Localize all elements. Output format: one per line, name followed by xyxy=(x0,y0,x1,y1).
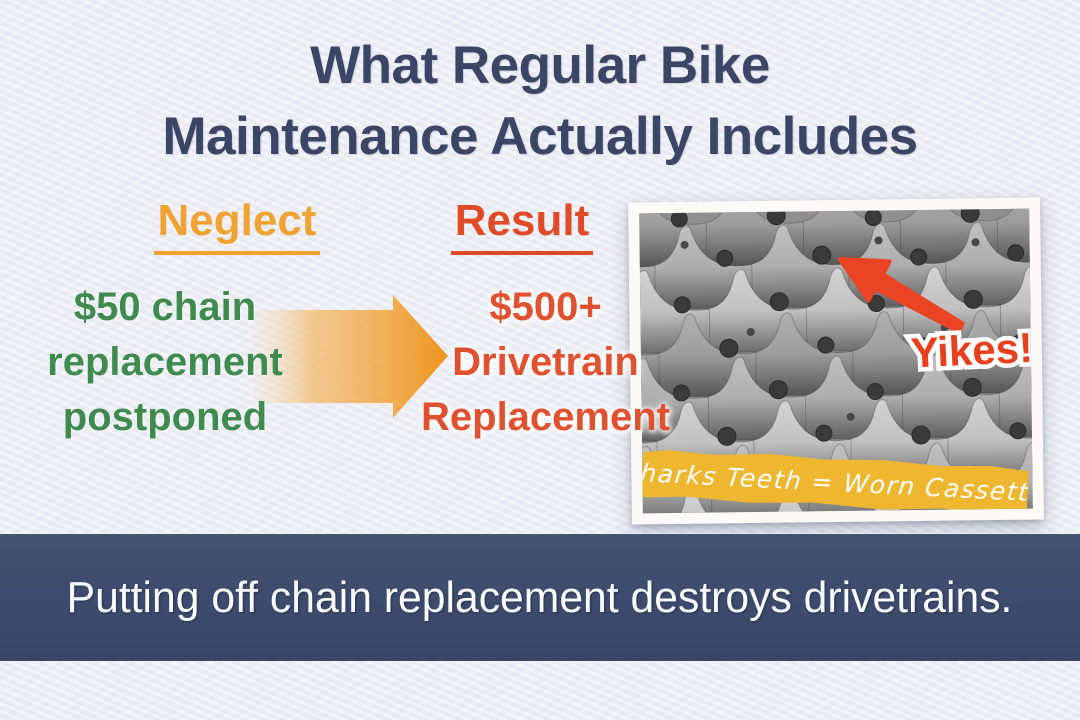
yikes-label: Yikes! xyxy=(910,324,1033,377)
slide-title: What Regular Bike Maintenance Actually I… xyxy=(0,30,1080,172)
cassette-photo: Yikes! Sharks Teeth = Worn Cassette xyxy=(639,208,1033,514)
result-text-block: $500+ Drivetrain Replacement xyxy=(388,280,703,445)
result-column-heading: Result xyxy=(402,197,642,255)
cassette-photo-frame: Yikes! Sharks Teeth = Worn Cassette xyxy=(628,197,1044,525)
red-annotation-arrow-icon xyxy=(837,256,965,334)
neglect-line: $50 chain xyxy=(73,285,257,329)
annotation-overlay: Yikes! xyxy=(837,256,1033,381)
result-line: Replacement xyxy=(421,395,670,439)
neglect-text-block: $50 chain replacement postponed xyxy=(20,280,310,445)
neglect-line: postponed xyxy=(62,395,268,439)
result-line: $500+ xyxy=(489,285,602,329)
result-heading-label: Result xyxy=(450,197,594,255)
footer-bar: Putting off chain replacement destroys d… xyxy=(0,534,1080,661)
slide-title-line2: Maintenance Actually Includes xyxy=(162,107,918,166)
slide-title-line1: What Regular Bike xyxy=(310,36,770,95)
cassette-teeth-illustration xyxy=(639,208,1033,514)
neglect-column-heading: Neglect xyxy=(117,197,357,255)
flow-arrow-icon xyxy=(253,295,448,418)
neglect-line: replacement xyxy=(47,340,283,384)
footer-takeaway-text: Putting off chain replacement destroys d… xyxy=(67,572,1013,622)
neglect-heading-label: Neglect xyxy=(153,197,321,255)
result-line: Drivetrain xyxy=(452,340,639,384)
